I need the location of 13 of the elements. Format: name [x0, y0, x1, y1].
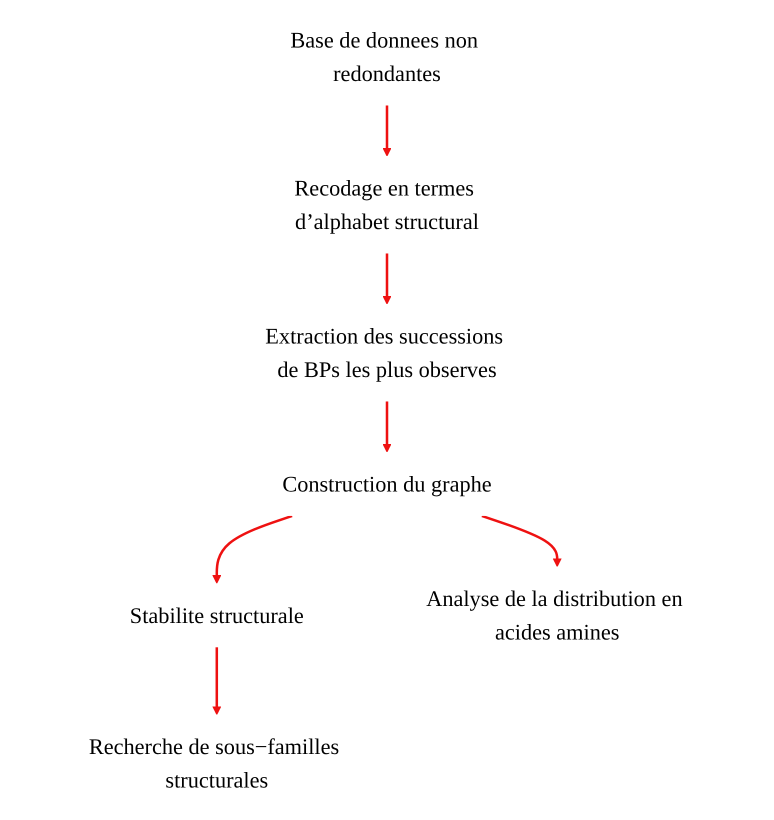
node-text: Analyse de la distribution en acides amines — [426, 586, 683, 645]
arrow — [382, 105, 392, 156]
arrow — [212, 647, 222, 715]
node-text: Stabilite structurale — [130, 602, 304, 628]
arrow — [212, 514, 293, 584]
node-text: Base de donnees non redondantes — [290, 27, 478, 86]
arrow — [382, 253, 392, 304]
node-text: Construction du graphe — [282, 471, 492, 497]
node-text: Recherche de sous−familles structurales — [88, 734, 340, 793]
node-text: Recodage en termes d’alphabet structural — [294, 175, 479, 234]
arrow — [382, 401, 392, 452]
arrow — [481, 514, 562, 567]
node-text: Extraction des successions de BPs les plus observes — [265, 323, 504, 382]
